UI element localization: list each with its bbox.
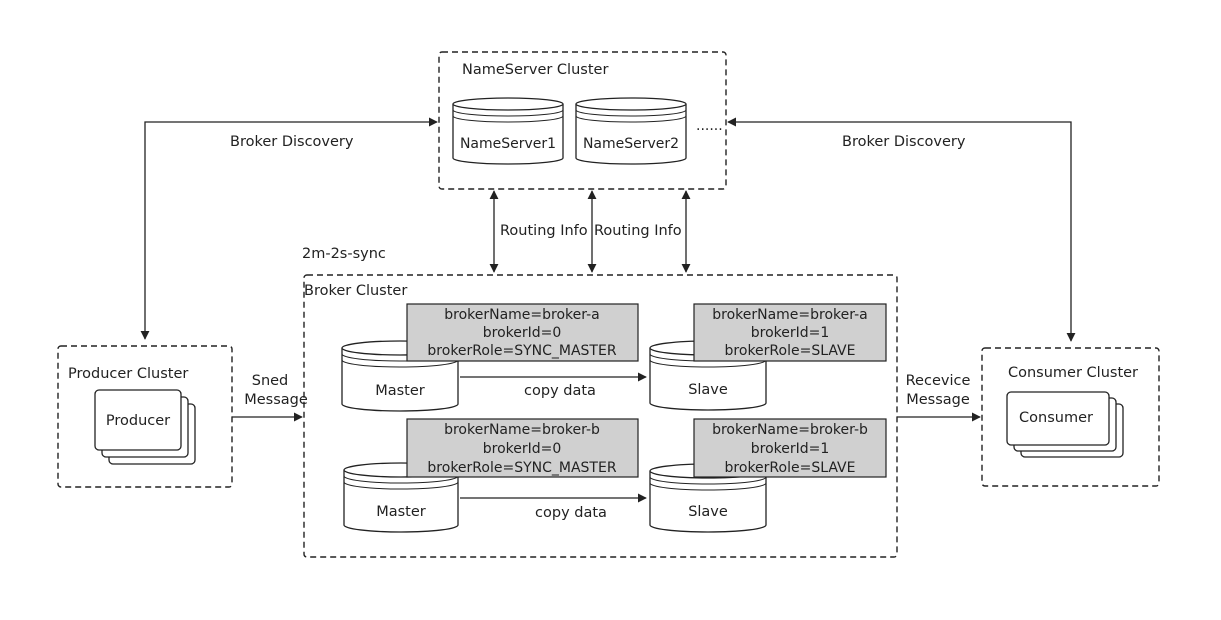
- slave-a-info: brokerName=broker-a brokerId=1 brokerRol…: [693, 303, 887, 362]
- nameserver-2[interactable]: NameServer2: [575, 97, 687, 165]
- nameserver-1[interactable]: NameServer1: [452, 97, 564, 165]
- nameserver-1-label: NameServer1: [460, 136, 556, 152]
- routing-info-arrows: Routing Info Routing Info: [489, 190, 691, 273]
- send-label-line2: Message: [244, 392, 308, 408]
- slave-a-broker-role: brokerRole=SLAVE: [725, 343, 856, 359]
- slave-b-label: Slave: [688, 504, 728, 520]
- consumer-node-label: Consumer: [1019, 410, 1093, 426]
- send-label-line1: Sned: [252, 373, 289, 389]
- master-b-info: brokerName=broker-b brokerId=0 brokerRol…: [406, 418, 639, 478]
- broker-discovery-left: Broker Discovery: [140, 117, 438, 340]
- slave-b-info: brokerName=broker-b brokerId=1 brokerRol…: [693, 418, 887, 478]
- mode-label: 2m-2s-sync: [302, 246, 386, 262]
- copy-data-label-a: copy data: [524, 383, 596, 399]
- slave-a-broker-id: brokerId=1: [751, 325, 830, 341]
- master-a-broker-id: brokerId=0: [483, 325, 562, 341]
- broker-discovery-right-label: Broker Discovery: [842, 134, 966, 150]
- nameserver-more: ......: [696, 118, 723, 134]
- routing-info-label-2: Routing Info: [594, 223, 682, 239]
- slave-a-label: Slave: [688, 382, 728, 398]
- broker-discovery-right: Broker Discovery: [727, 117, 1076, 342]
- broker-cluster-title: Broker Cluster: [304, 283, 407, 299]
- master-b-broker-role: brokerRole=SYNC_MASTER: [427, 460, 616, 476]
- slave-a-broker-name: brokerName=broker-a: [712, 307, 868, 323]
- master-a-broker-name: brokerName=broker-a: [444, 307, 600, 323]
- routing-info-label-1: Routing Info: [500, 223, 588, 239]
- master-b[interactable]: Master: [343, 462, 459, 533]
- producer-node[interactable]: [94, 389, 182, 451]
- copy-data-label-b: copy data: [535, 505, 607, 521]
- slave-b-broker-id: brokerId=1: [751, 441, 830, 457]
- broker-discovery-left-label: Broker Discovery: [230, 134, 354, 150]
- nameserver-2-label: NameServer2: [583, 136, 679, 152]
- slave-b-broker-role: brokerRole=SLAVE: [725, 460, 856, 476]
- consumer-node[interactable]: [1006, 391, 1110, 446]
- master-a-label: Master: [375, 383, 425, 399]
- producer-node-label: Producer: [106, 413, 170, 429]
- consumer-cluster: Consumer Cluster Consumer: [981, 347, 1160, 487]
- master-b-broker-id: brokerId=0: [483, 441, 562, 457]
- consumer-cluster-box: [981, 347, 1160, 487]
- receive-label-line1: Recevice: [906, 373, 971, 389]
- master-a[interactable]: Master: [341, 340, 459, 412]
- producer-cluster-title: Producer Cluster: [68, 366, 188, 382]
- producer-cluster: Producer Cluster Producer: [57, 345, 233, 488]
- nameserver-cluster: NameServer Cluster NameServer1 NameServe…: [438, 51, 727, 190]
- slave-b-broker-name: brokerName=broker-b: [712, 422, 868, 438]
- master-a-broker-role: brokerRole=SYNC_MASTER: [427, 343, 616, 359]
- nameserver-cluster-box: [438, 51, 727, 190]
- broker-cluster: Broker Cluster Master brokerName=broker-…: [303, 274, 898, 558]
- receive-label-line2: Message: [906, 392, 970, 408]
- broker-cluster-box: [303, 274, 898, 558]
- master-b-label: Master: [376, 504, 426, 520]
- master-b-broker-name: brokerName=broker-b: [444, 422, 600, 438]
- master-a-info: brokerName=broker-a brokerId=0 brokerRol…: [406, 303, 639, 362]
- nameserver-cluster-title: NameServer Cluster: [462, 62, 608, 78]
- consumer-cluster-title: Consumer Cluster: [1008, 365, 1138, 381]
